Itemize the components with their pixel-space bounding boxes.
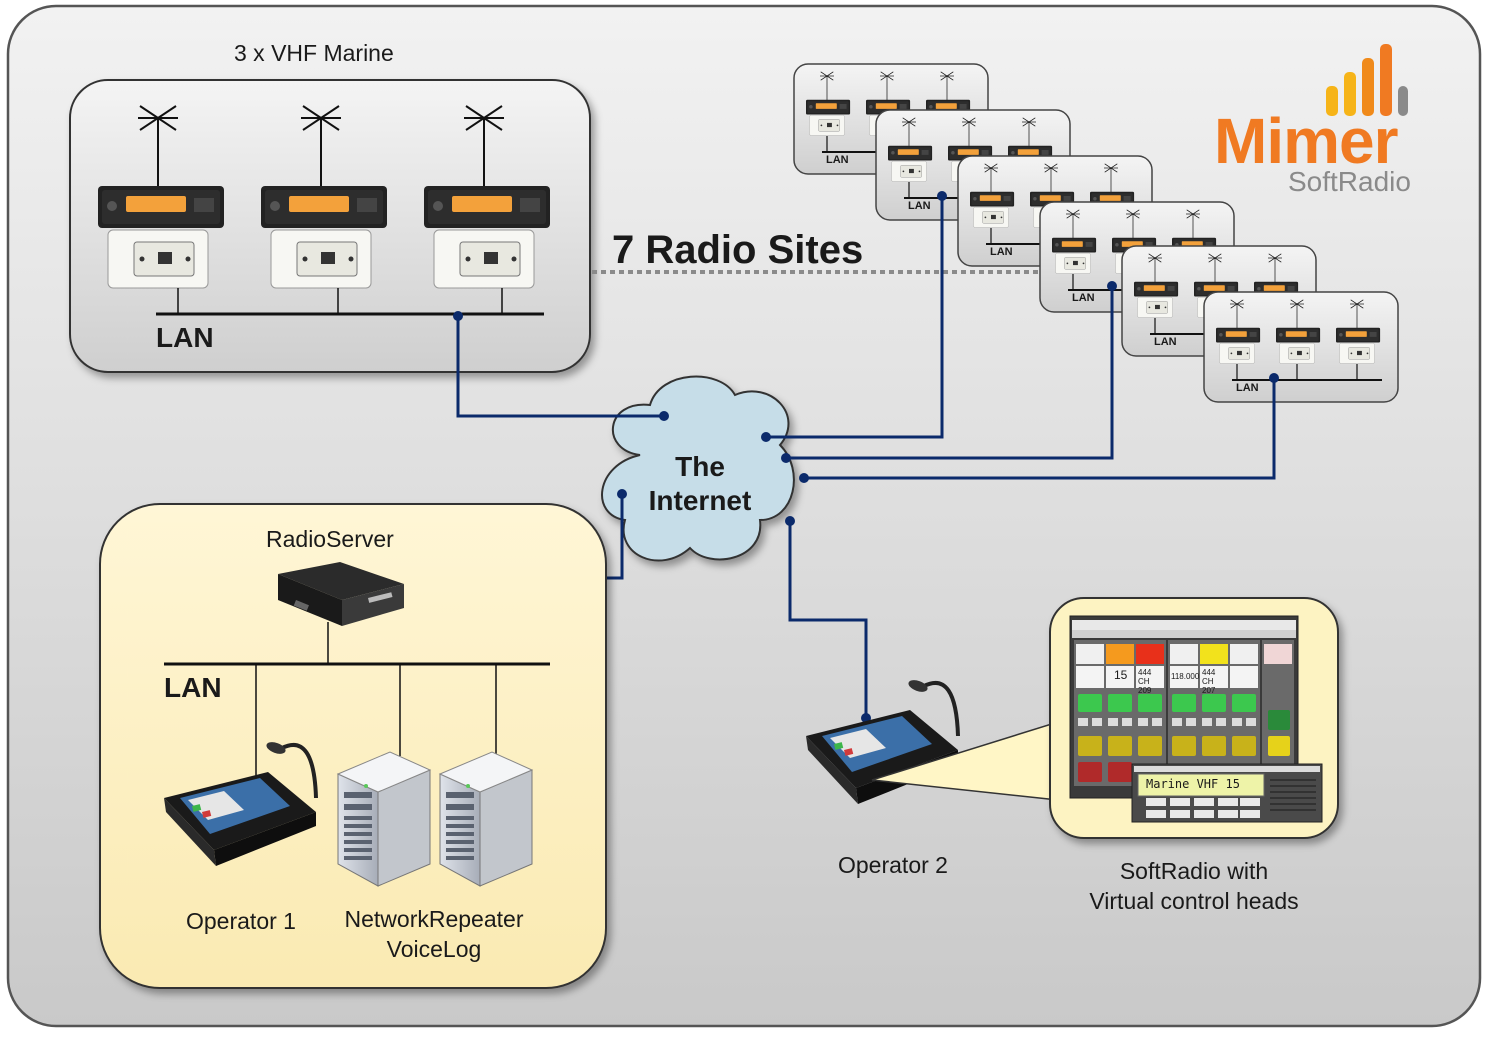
repeater-label: NetworkRepeater [344,906,524,932]
mimer-logo-bars [1326,44,1408,116]
softradio-channel-1: 15 [1114,668,1128,682]
voicelog-label: VoiceLog [386,936,482,962]
softradio-channel-4: 444 CH 207 [1202,668,1216,695]
voicelog-server [439,751,533,887]
softradio-logo-text: SoftRadio [1288,166,1411,197]
mini-site-lan-4: LAN [1072,292,1095,304]
office-lan-label: LAN [164,672,222,703]
operator2-label: Operator 2 [838,852,948,878]
mini-site-lan-3: LAN [990,246,1013,258]
mini-site-lan-6: LAN [1236,382,1259,394]
mini-site-6 [1204,292,1398,402]
radio-server-label: RadioServer [266,526,394,552]
softradio-channel-3: 118.000 [1171,672,1200,681]
softradio-caption-line2: Virtual control heads [1089,888,1299,914]
site-title: 3 x VHF Marine [234,40,394,66]
operator1-label: Operator 1 [186,908,296,934]
repeater-server [337,751,431,887]
softradio-caption-line1: SoftRadio with [1119,858,1269,884]
softradio-screen [1069,615,1323,823]
radio-server-device [278,562,404,626]
control-head-display: Marine VHF 15 [1146,777,1240,791]
internet-label-line2: Internet [648,485,752,516]
mini-site-lan-5: LAN [1154,336,1177,348]
mimer-logo-text: Mimer [1214,105,1398,177]
link-endpoints [453,191,1279,723]
mini-site-lan-1: LAN [826,154,849,166]
softradio-channel-2: 444 CH 209 [1138,668,1152,695]
site-lan-label: LAN [156,322,214,353]
radio-sites-label: 7 Radio Sites [612,228,864,272]
internet-label-line1: The [675,451,725,482]
internet-cloud [601,375,795,562]
mini-site-lan-2: LAN [908,200,931,212]
